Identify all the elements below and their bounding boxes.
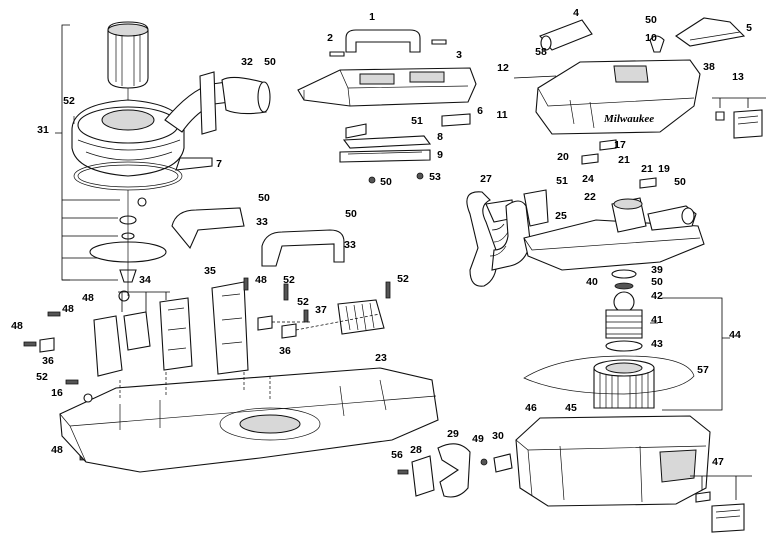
callout-c50e: 50 — [258, 192, 270, 204]
callout-c8: 8 — [437, 131, 443, 143]
callout-c17: 17 — [614, 139, 626, 151]
base-assembly — [23, 207, 439, 473]
callout-c23: 23 — [375, 352, 387, 364]
callout-c50d: 50 — [674, 176, 686, 188]
callout-c50b: 50 — [264, 56, 276, 68]
callout-c58: 58 — [535, 46, 547, 58]
callout-c25: 25 — [555, 210, 567, 222]
callout-c35: 35 — [204, 265, 216, 277]
callout-c21a: 21 — [618, 154, 630, 166]
callout-c3: 3 — [456, 49, 462, 61]
callout-c11: 11 — [496, 109, 507, 121]
callout-c52a: 52 — [63, 95, 75, 107]
callout-c10: 10 — [645, 32, 657, 44]
callout-c36b: 36 — [279, 345, 291, 357]
callout-c5: 5 — [746, 22, 752, 34]
callout-c7: 7 — [216, 158, 222, 170]
callout-c22: 22 — [584, 191, 596, 203]
callout-c50a: 50 — [645, 14, 657, 26]
callout-c39: 39 — [651, 264, 663, 276]
callout-c50c: 50 — [380, 176, 392, 188]
callout-c51a: 51 — [411, 115, 423, 127]
callout-c38: 38 — [703, 61, 715, 73]
milwaukee-logo: Milwaukee — [603, 113, 654, 125]
callout-c52c: 52 — [397, 273, 409, 285]
callout-c2: 2 — [327, 32, 333, 44]
callout-c28: 28 — [410, 444, 422, 456]
callout-c49: 49 — [472, 433, 484, 445]
callout-c36a: 36 — [42, 355, 54, 367]
callout-c31: 31 — [37, 124, 49, 136]
callout-c46: 46 — [525, 402, 537, 414]
callout-c48b: 48 — [82, 292, 94, 304]
callout-c57: 57 — [697, 364, 709, 376]
callout-c4: 4 — [573, 7, 579, 19]
callout-c48d: 48 — [11, 320, 23, 332]
callout-c19: 19 — [658, 163, 670, 175]
callout-c45: 45 — [565, 402, 577, 414]
motor-assembly — [55, 21, 271, 302]
callout-c42: 42 — [651, 290, 663, 302]
callout-c44: 44 — [729, 329, 741, 341]
callout-c6: 6 — [477, 105, 483, 117]
callout-c37: 37 — [315, 304, 327, 316]
callout-c13: 13 — [732, 71, 744, 83]
callout-c16: 16 — [51, 387, 63, 399]
tank — [515, 415, 752, 533]
callout-c52d: 52 — [297, 296, 309, 308]
callout-c50f: 50 — [345, 208, 357, 220]
callout-c1: 1 — [369, 11, 375, 23]
callout-c34: 34 — [139, 274, 151, 286]
callout-c21b: 21 — [641, 163, 653, 175]
callout-c53: 53 — [429, 171, 441, 183]
top-cover-assembly — [297, 29, 477, 184]
callout-c20: 20 — [557, 151, 569, 163]
callout-c27: 27 — [480, 173, 492, 185]
callout-c52b: 52 — [283, 274, 295, 286]
callout-c56: 56 — [391, 449, 403, 461]
callout-c29: 29 — [447, 428, 459, 440]
callout-c24: 24 — [582, 173, 594, 185]
callout-c47: 47 — [712, 456, 724, 468]
callout-c40: 40 — [586, 276, 598, 288]
callout-c48c: 48 — [62, 303, 74, 315]
callout-c43: 43 — [651, 338, 663, 350]
callout-c30: 30 — [492, 430, 504, 442]
callout-c41: 41 — [651, 314, 663, 326]
cord-wrap-assembly — [397, 443, 513, 498]
callout-c48a: 48 — [255, 274, 267, 286]
motor-plate-assembly — [466, 139, 705, 287]
callout-c52e: 52 — [36, 371, 48, 383]
callout-c12: 12 — [497, 62, 509, 74]
callout-c48e: 48 — [51, 444, 63, 456]
filter-stack — [523, 269, 730, 411]
callout-c33a: 33 — [256, 216, 268, 228]
callout-c50g: 50 — [651, 276, 663, 288]
callout-c32: 32 — [241, 56, 253, 68]
callout-c9: 9 — [437, 149, 443, 161]
upper-housing: Milwaukee — [513, 17, 766, 139]
callout-c33b: 33 — [344, 239, 356, 251]
callout-c51b: 51 — [556, 175, 568, 187]
